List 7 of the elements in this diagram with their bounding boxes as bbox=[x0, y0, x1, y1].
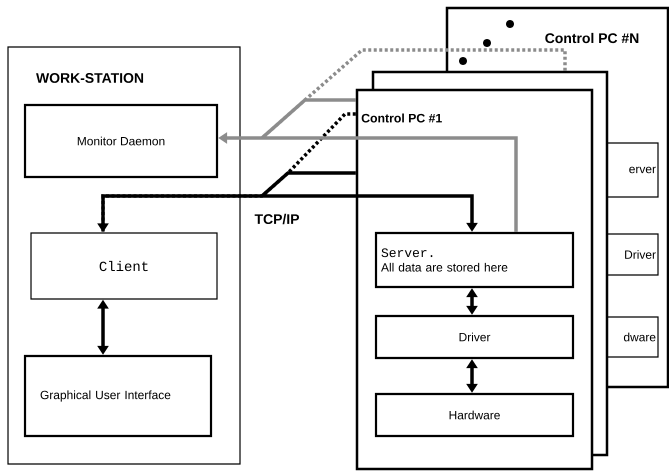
process-box: Graphical User Interface bbox=[24, 354, 212, 438]
process-box: Server. All data are stored here bbox=[374, 232, 574, 288]
process-box: Monitor Daemon bbox=[24, 104, 218, 178]
process-box: Client bbox=[30, 232, 218, 300]
edge-label: TCP/IP bbox=[254, 212, 300, 226]
process-box: Hardware bbox=[374, 392, 574, 438]
process-box: Driver bbox=[374, 314, 574, 360]
